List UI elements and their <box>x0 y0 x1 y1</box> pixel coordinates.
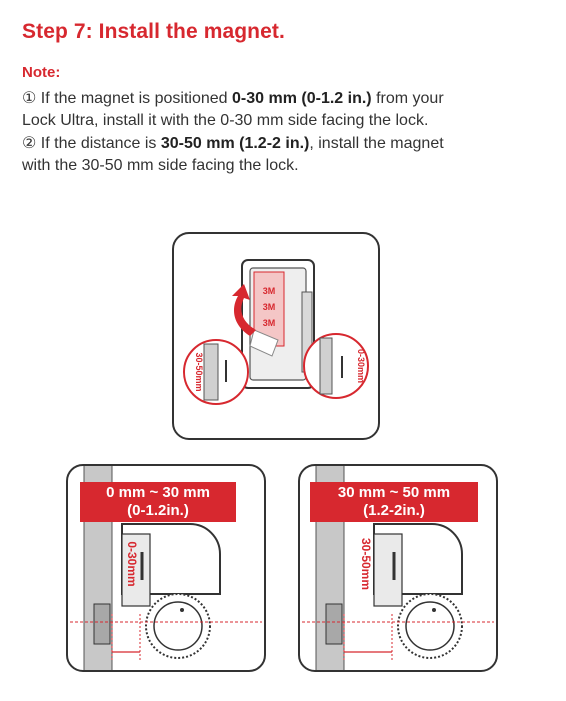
tape-label: 3M <box>263 286 276 296</box>
note-line-1: ① If the magnet is positioned 0-30 mm (0… <box>22 88 444 110</box>
note-emphasis: 30-50 mm (1.2-2 in.) <box>160 135 310 152</box>
tape-label: 3M <box>263 318 276 328</box>
circled-one-marker: ① <box>22 90 37 107</box>
note-line-4: with the 30-50 mm side facing the lock. <box>22 155 299 177</box>
note-line-3: ② If the distance is 30-50 mm (1.2-2 in.… <box>22 133 444 155</box>
tape-label: 3M <box>263 302 276 312</box>
caption-range: 30 mm ~ 50 mm <box>337 484 451 501</box>
magnet-tape-illustration: 3M 3M 3M 30-50mm 0-30mm <box>172 232 380 440</box>
caption-inches: (0-1.2in.) <box>127 502 189 519</box>
peel-arrow-icon <box>232 284 256 336</box>
caption-inches: (1.2-2in.) <box>363 502 425 519</box>
note-text: Lock Ultra, install it with the 0-30 mm … <box>22 112 429 129</box>
side-label: 0-30mm <box>125 541 139 586</box>
note-label: Note: <box>22 64 61 81</box>
caption-range: 0 mm ~ 30 mm <box>106 484 210 501</box>
side-label: 30-50mm <box>359 538 373 590</box>
distance-caption-30-50: 30 mm ~ 50 mm (1.2-2in.) <box>310 482 478 522</box>
circled-two-marker: ② <box>22 135 37 152</box>
note-text: , install the magnet <box>309 135 444 152</box>
note-text: If the magnet is positioned <box>36 90 233 107</box>
note-text: If the distance is <box>36 135 161 152</box>
note-text: with the 30-50 mm side facing the lock. <box>22 157 299 174</box>
distance-caption-0-30: 0 mm ~ 30 mm (0-1.2in.) <box>80 482 236 522</box>
zoom-label-left: 30-50mm <box>194 352 204 391</box>
step-title: Step 7: Install the magnet. <box>22 20 285 43</box>
note-line-2: Lock Ultra, install it with the 0-30 mm … <box>22 110 428 132</box>
zoom-label-right: 0-30mm <box>356 349 366 383</box>
note-text: from your <box>371 90 444 107</box>
note-emphasis: 0-30 mm (0-1.2 in.) <box>232 90 372 107</box>
